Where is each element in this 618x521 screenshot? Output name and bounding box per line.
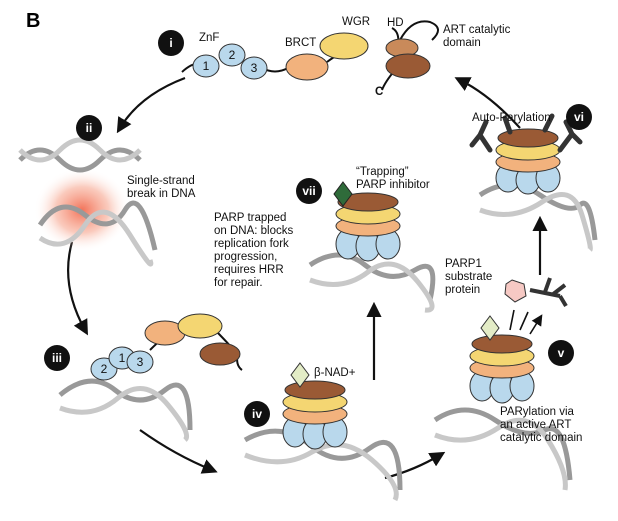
nad-label: β-NAD+: [314, 367, 356, 379]
dna-ssb: [18, 137, 158, 267]
trapped-description-label: PARP trapped on DNA: blocks replication …: [214, 212, 294, 289]
step-badge-vi: vi: [566, 104, 592, 130]
znf-bound-number-1: 1: [119, 351, 126, 365]
znf-bound-3: [126, 350, 154, 374]
trapping-inhibitor-label: “Trapping” PARP inhibitor: [356, 166, 430, 191]
parp1-binding-structure: [90, 313, 243, 381]
parylation-label: PARylation via an active ART catalytic d…: [500, 406, 583, 444]
wgr-domain: [319, 32, 369, 60]
znf-1: [192, 54, 220, 78]
parp-complex-v: [433, 277, 573, 491]
znf-bound-number-3: 3: [137, 355, 144, 369]
parp-complex-vi: [469, 113, 598, 252]
arrow-iii-to-iv: [139, 429, 218, 474]
step-badge-iii: iii: [44, 345, 70, 371]
nad-diamond: [290, 362, 310, 388]
arrow-ii-to-iii: [67, 241, 88, 336]
step-badge-i: i: [158, 30, 184, 56]
arrow-vi-to-i: [454, 77, 521, 129]
parp-complex-iv: [243, 362, 403, 502]
wgr-label: WGR: [342, 16, 371, 28]
znf-number-2: 2: [229, 48, 236, 62]
art-domain-label: ART catalytic domain: [443, 24, 511, 49]
substrate-protein: [504, 279, 527, 303]
step-badge-v: v: [548, 340, 574, 366]
parp1-free-structure: [181, 20, 439, 91]
inhibitor-diamond: [333, 181, 353, 207]
parp-complex-vii: [308, 181, 436, 313]
hd-label: HD: [387, 17, 404, 29]
auto-parylation-label: Auto-Parylation: [472, 112, 551, 124]
ssb-label: Single-strand break in DNA: [127, 175, 196, 200]
brct-domain: [285, 53, 329, 81]
art-domain: [385, 53, 431, 79]
c-terminus-label: C: [375, 86, 384, 98]
substrate-label: PARP1 substrate protein: [445, 258, 493, 296]
znf-bound-number-2: 2: [101, 362, 108, 376]
znf-number-3: 3: [251, 61, 258, 75]
znf-2: [218, 43, 246, 67]
arrow-iv-to-v: [384, 451, 446, 480]
par-chains-vi: [469, 113, 583, 153]
dna-iii: [58, 378, 193, 442]
znf-3: [240, 56, 268, 80]
panel-letter: B: [26, 10, 41, 32]
art-bound: [199, 342, 241, 366]
arrow-i-to-ii: [116, 76, 186, 134]
step-badge-vii: vii: [296, 178, 322, 204]
znf-number-1: 1: [203, 59, 210, 73]
wgr-bound: [177, 313, 223, 339]
step-badge-ii: ii: [76, 115, 102, 141]
znf-label: ZnF: [199, 32, 220, 44]
brct-label: BRCT: [285, 37, 317, 49]
nad-diamond-v: [480, 315, 500, 341]
step-badge-iv: iv: [244, 401, 270, 427]
par-chain-v: [529, 277, 568, 308]
